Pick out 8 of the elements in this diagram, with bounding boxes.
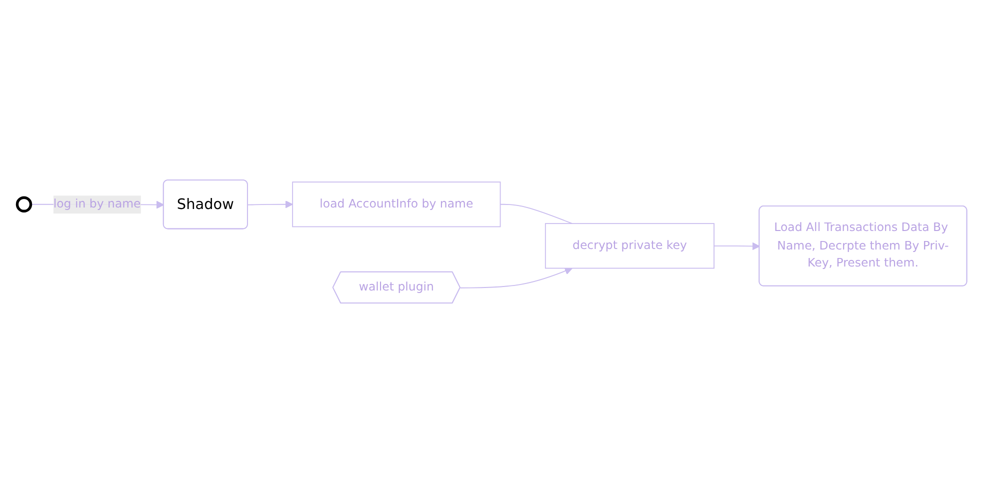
- node-box: decrypt private key: [544, 223, 714, 269]
- arrow: [460, 267, 573, 288]
- arrow: [247, 200, 293, 208]
- connector: [500, 204, 573, 224]
- arrow: [714, 242, 760, 250]
- node-person: [16, 196, 32, 212]
- edge-label: log in by name: [53, 197, 141, 211]
- node-box: load AccountInfo by name: [292, 182, 501, 228]
